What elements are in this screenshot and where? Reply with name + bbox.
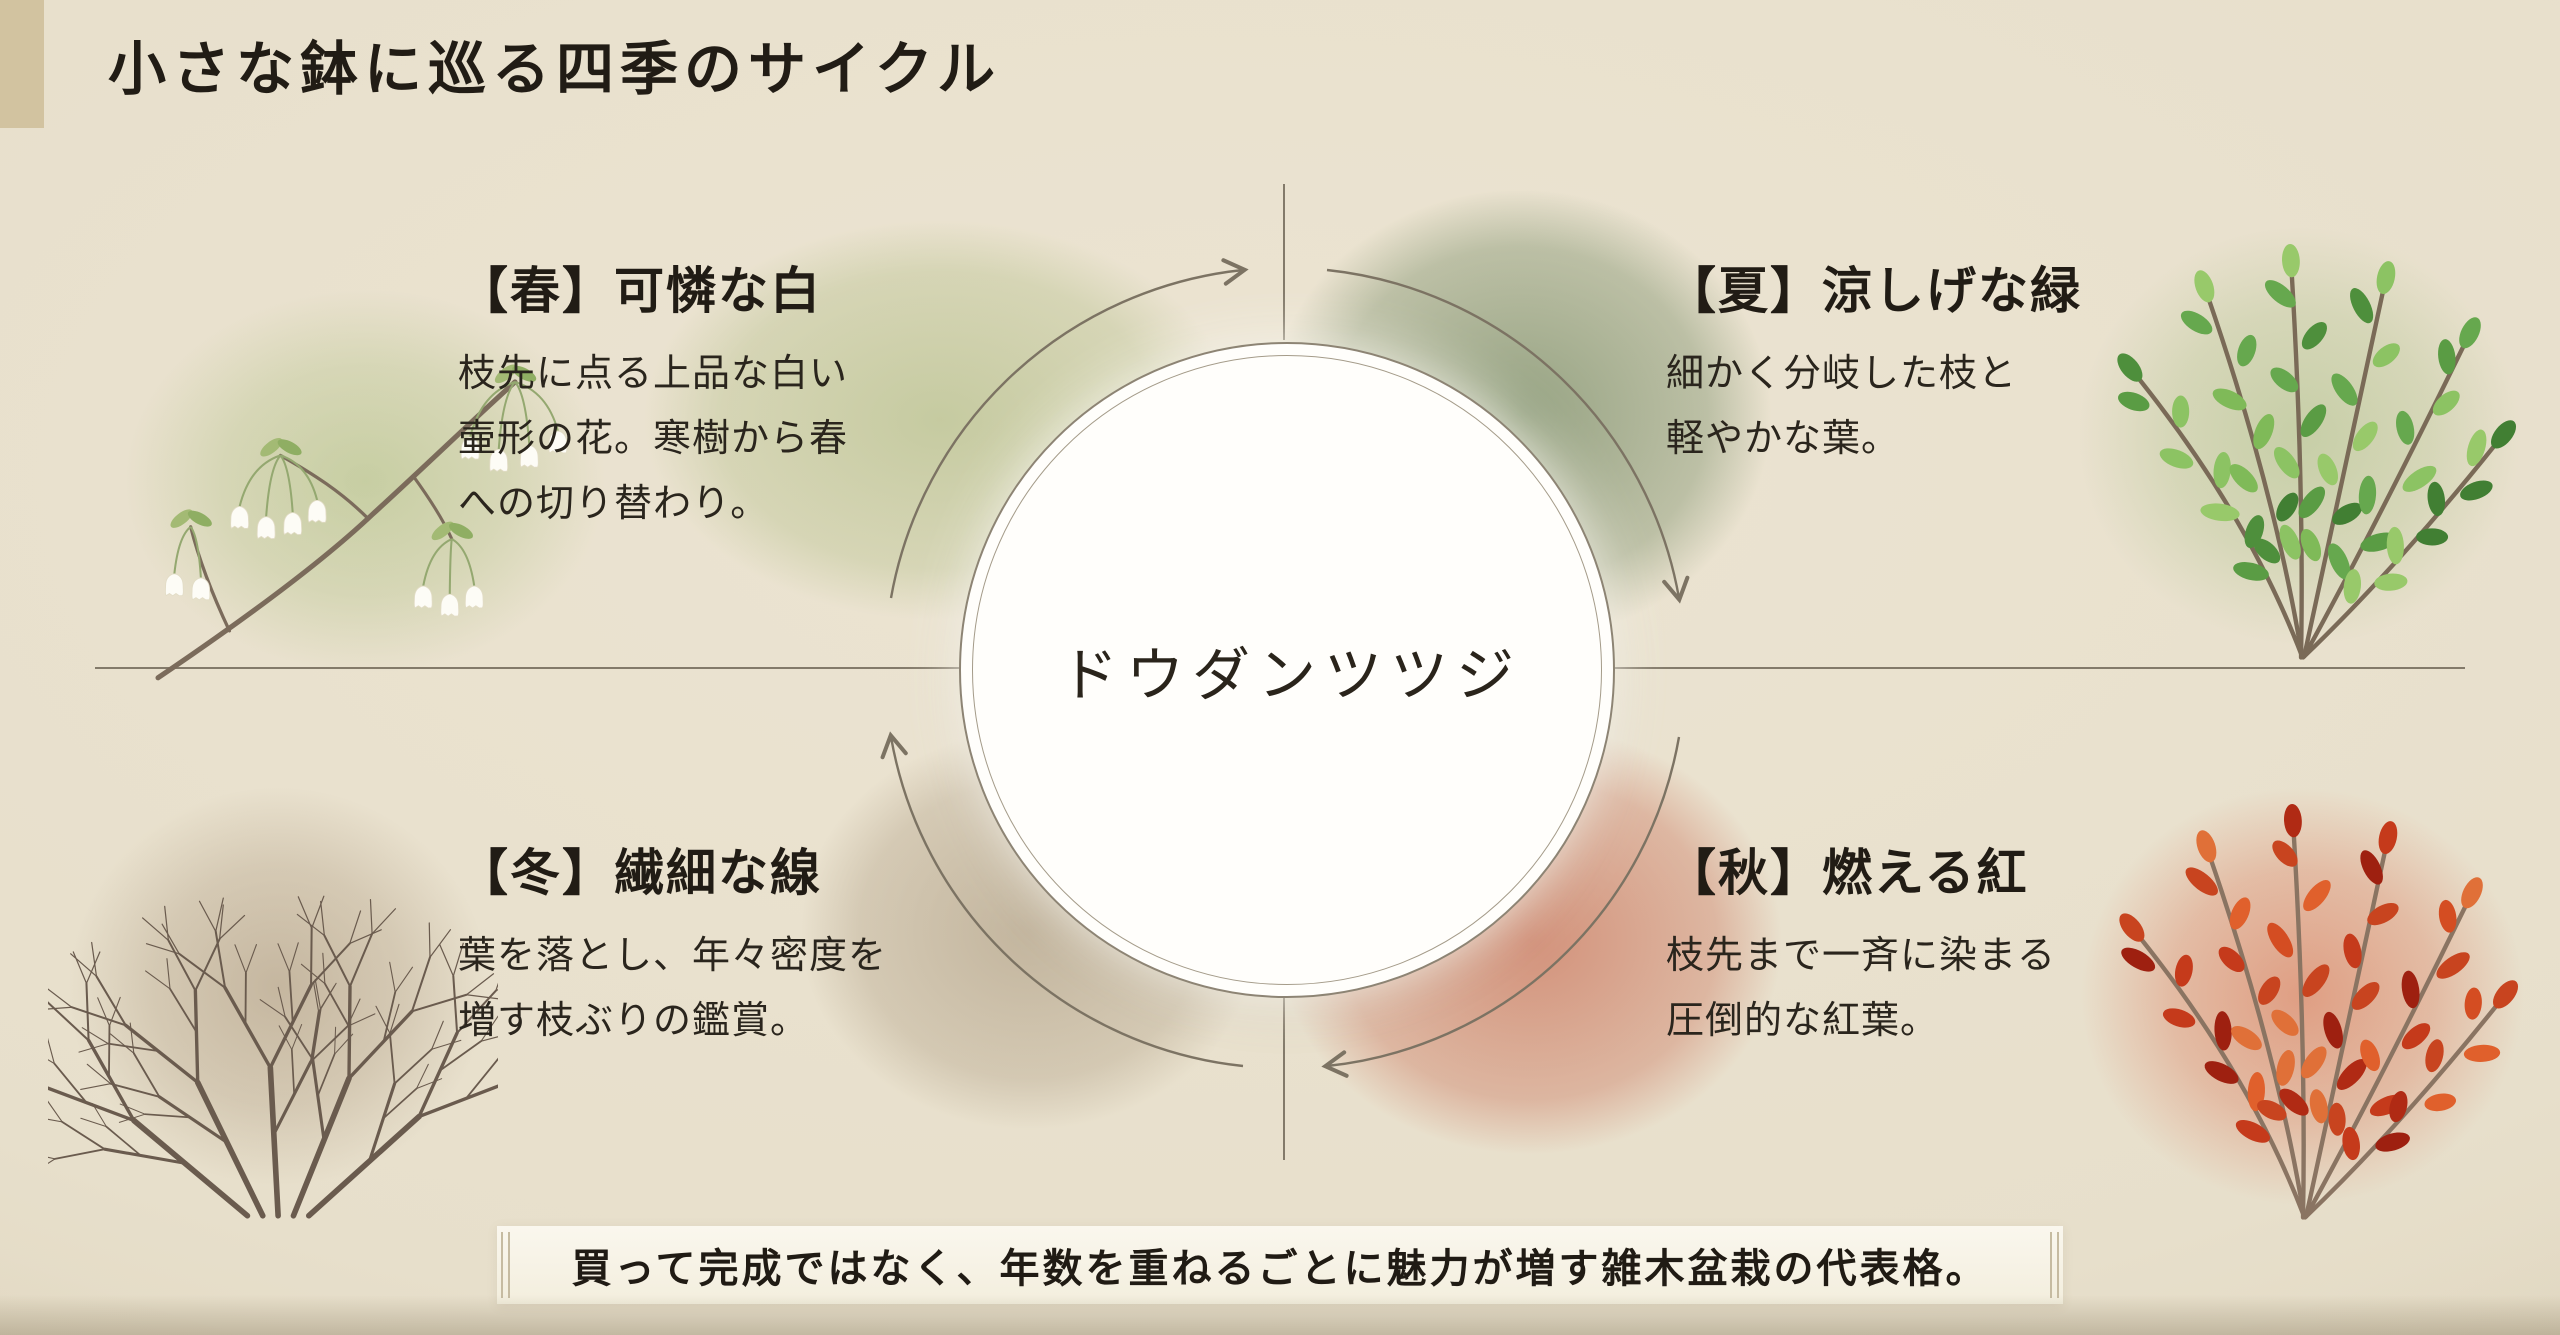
spring-illustration [125, 289, 605, 681]
plant-name: ドウダンツツジ [1059, 643, 1522, 708]
autumn-section: 【秋】燃える紅 枝先まで一斉に染まる 圧倒的な紅葉。 [1666, 848, 2056, 1054]
bush-leaves [2119, 803, 2519, 1161]
winter-body-line: 葉を落とし、年々密度を [458, 935, 888, 977]
winter-body: 葉を落とし、年々密度を 増す枝ぶりの鑑賞。 [458, 924, 887, 1054]
winter-heading: 【冬】繊細な線 [458, 845, 822, 901]
bush-leaves [2117, 243, 2517, 604]
page-title: 小さな鉢に巡る四季のサイクル [108, 37, 1002, 102]
autumn-body-line: 圧倒的な紅葉。 [1666, 1000, 1940, 1042]
spring-body-line: 枝先に点る上品な白い [458, 353, 849, 395]
summer-body-line: 細かく分岐した枝と [1666, 353, 2018, 395]
arrow-arc-winter-to-spring [880, 731, 1244, 1068]
footer-note: 買って完成ではなく、年数を重ねるごとに魅力が増す雑木盆栽の代表格。 [571, 1246, 1989, 1291]
autumn-illustration [2080, 787, 2524, 1220]
spring-branches [155, 379, 518, 681]
summer-section: 【夏】涼しげな緑 細かく分岐した枝と 軽やかな葉。 [1666, 266, 2082, 472]
autumn-body-line: 枝先まで一斉に染まる [1666, 935, 2057, 977]
spring-section: 【春】可憐な白 枝先に点る上品な白い 壷形の花。寒樹から春 への切り替わり。 [458, 266, 848, 537]
winter-branches [48, 895, 498, 1219]
winter-section: 【冬】繊細な線 葉を落とし、年々密度を 増す枝ぶりの鑑賞。 [458, 848, 887, 1054]
autumn-body: 枝先まで一斉に染まる 圧倒的な紅葉。 [1666, 924, 2056, 1054]
spring-body-line: 壷形の花。寒樹から春 [458, 418, 849, 460]
spring-body: 枝先に点る上品な白い 壷形の花。寒樹から春 への切り替わり。 [458, 342, 848, 537]
spring-heading: 【春】可憐な白 [458, 263, 822, 319]
winter-illustration [48, 787, 498, 1219]
summer-body-line: 軽やかな葉。 [1666, 418, 1901, 460]
center-circle: ドウダンツツジ [959, 342, 1615, 998]
autumn-heading: 【秋】燃える紅 [1666, 845, 2029, 901]
winter-body-line: 増す枝ぶりの鑑賞。 [458, 1000, 810, 1042]
summer-body: 細かく分岐した枝と 軽やかな葉。 [1666, 342, 2082, 472]
summer-illustration [2078, 227, 2522, 660]
spring-body-line: への切り替わり。 [458, 483, 770, 525]
corner-accent-square [0, 0, 44, 128]
footer-banner: 買って完成ではなく、年数を重ねるごとに魅力が増す雑木盆栽の代表格。 [497, 1226, 2063, 1304]
summer-heading: 【夏】涼しげな緑 [1666, 263, 2082, 319]
